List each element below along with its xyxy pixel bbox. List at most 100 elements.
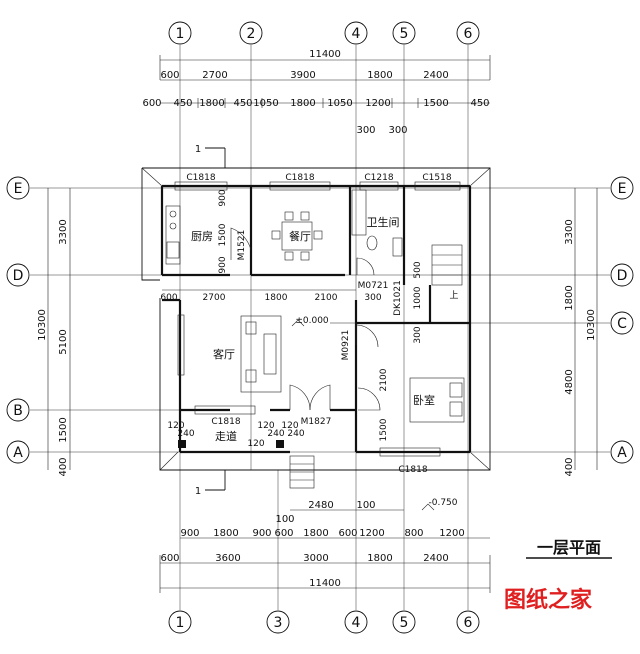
eave-outline [141,167,491,471]
dim-label: 600 [160,293,177,303]
dim-label: 1500 [58,417,69,442]
dim-label: 450 [233,98,252,109]
room-label-corridor: 走道 [215,429,237,443]
title-block: 一层平面 图纸之家 [504,538,612,613]
dim-label: 1050 [253,98,278,109]
dim-label: 2700 [203,293,226,303]
dim-total-top: 11400 [309,49,341,60]
top-dimensions: 11400 600 2700 3900 1800 2400 600 450 18… [142,49,491,136]
grid-label-left: E [14,181,23,197]
dim-label: 240 [177,429,194,439]
room-label-bath: 卫生间 [367,215,400,229]
dim-label: 1800 [564,285,575,310]
dim-label: 100 [275,514,294,525]
grid-label-left: B [13,403,23,419]
dim-label: 1800 [213,528,238,539]
stair-up-label: 上 [449,290,458,301]
dim-label: 300 [388,125,407,136]
grid-label-bottom: 1 [176,615,185,631]
grid-label-top: 6 [464,26,473,42]
dim-total-left: 10300 [37,309,48,341]
dim-label: 2100 [379,368,389,391]
grid-lines [30,45,610,610]
interior-dimensions: 1500 900 900 600 2700 1800 2100 300 500 … [160,189,423,449]
dim-label: 1500 [423,98,448,109]
dim-label: 600 [274,528,293,539]
grid-label-right: E [618,181,627,197]
dim-label: 2480 [308,500,333,511]
section-marks: 1 1 [195,144,226,497]
dim-label: 2100 [315,293,338,303]
outside-level: -0.750 [428,498,457,508]
dim-label: 1200 [439,528,464,539]
dim-label: 900 [218,256,228,273]
grid-label-bottom: 3 [274,615,283,631]
dim-label: 1050 [327,98,352,109]
dim-label: 5100 [58,329,69,354]
dim-label: 600 [160,70,179,81]
room-label-bedroom: 卧室 [413,393,435,407]
dim-label: 2700 [202,70,227,81]
left-dimensions: 10300 3300 5100 1500 400 [37,188,71,477]
dim-label: 1000 [413,286,423,309]
watermark: 图纸之家 [504,587,593,613]
dim-label: 120 [257,421,274,431]
window-label: C1218 [364,173,393,183]
grid-label-right: C [617,316,627,332]
section-label: 1 [195,144,201,155]
dim-label: 3600 [215,553,240,564]
grid-label-top: 4 [352,26,361,42]
grid-label-right: D [617,268,628,284]
levels: ±0.000 -0.750 [291,316,458,511]
dim-label: 240 [287,429,304,439]
dim-label: 900 [180,528,199,539]
dim-label: 500 [413,261,423,278]
window-label: C1818 [398,465,427,475]
dim-label: 100 [356,500,375,511]
grid-label-top: 2 [247,26,256,42]
windows [174,181,461,457]
dim-label: 3000 [303,553,328,564]
room-label-dining: 餐厅 [289,229,311,243]
grid-label-left: A [13,445,23,461]
door-label: DK1021 [393,280,403,316]
dim-label: 1500 [379,418,389,441]
dim-label: 1800 [367,553,392,564]
room-labels: 厨房 餐厅 卫生间 客厅 卧室 走道 上 [191,215,459,443]
dim-label: 2400 [423,70,448,81]
grid-bubbles-bottom: 1 3 4 5 6 [168,610,480,634]
grid-label-right: A [617,445,627,461]
dim-label: 600 [160,553,179,564]
dim-total-right: 10300 [586,309,597,341]
dim-label: 3300 [564,219,575,244]
furniture [165,189,465,489]
grid-label-left: D [13,268,24,284]
dim-label: 3300 [58,219,69,244]
opening-labels: C1818 C1818 C1218 C1518 M1521 M0721 DK10… [186,173,451,475]
dim-label: 300 [364,293,381,303]
room-label-kitchen: 厨房 [191,230,213,243]
dim-label: 1800 [303,528,328,539]
door-label: M1827 [301,417,332,427]
window-label: C1818 [285,173,314,183]
dim-label: 400 [564,457,575,476]
dim-label: 120 [167,421,184,431]
grid-label-bottom: 5 [400,615,409,631]
columns [178,440,284,448]
dim-label: 300 [356,125,375,136]
dim-label: 600 [338,528,357,539]
grid-label-top: 1 [176,26,185,42]
window-label: C1818 [211,417,240,427]
dim-label: 800 [404,528,423,539]
dim-label: 900 [252,528,271,539]
window-label: C1818 [186,173,215,183]
section-label: 1 [195,486,201,497]
dim-label: 450 [173,98,192,109]
dim-label: 450 [470,98,489,109]
dim-label: 400 [58,457,69,476]
plan-title: 一层平面 [537,538,601,557]
door-label: M0921 [341,330,351,361]
dim-label: 1800 [367,70,392,81]
dim-label: 1800 [265,293,288,303]
